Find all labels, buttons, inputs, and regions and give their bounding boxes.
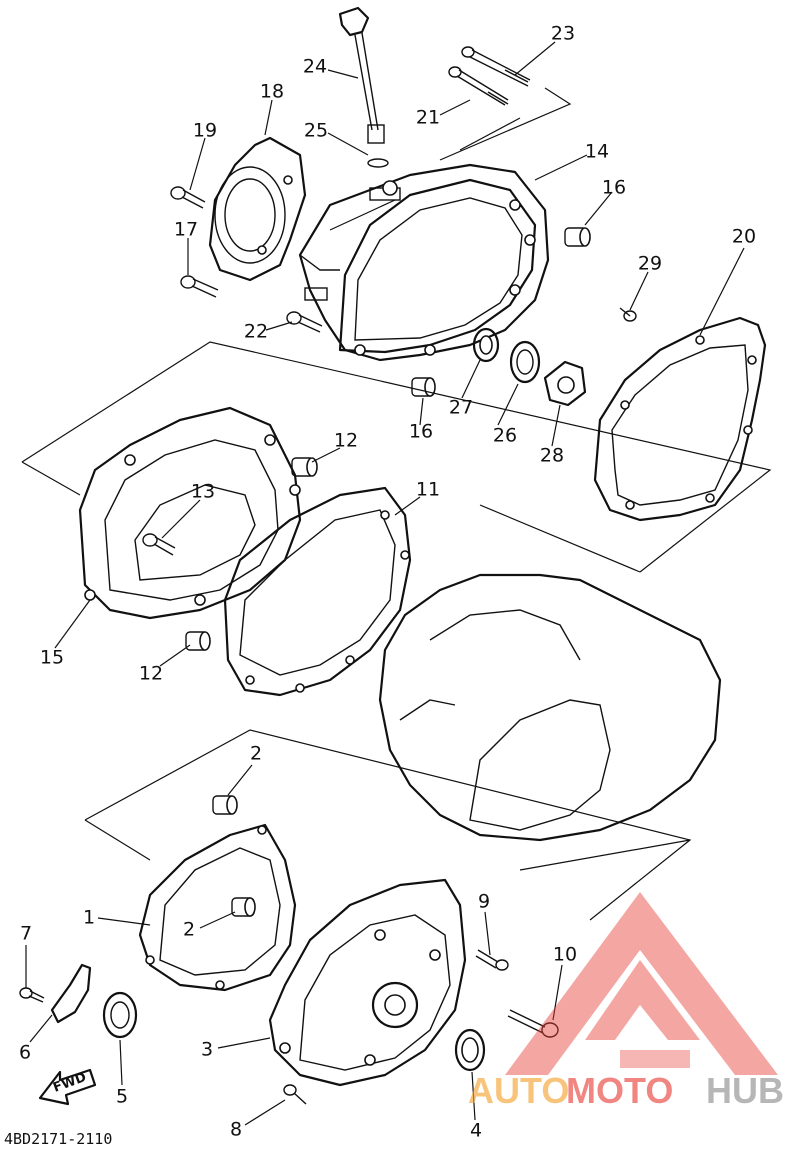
callout-8: 8 (230, 1119, 242, 1141)
callout-14: 14 (585, 141, 609, 163)
callout-21: 21 (416, 107, 440, 129)
callout-18: 18 (260, 81, 284, 103)
watermark-text-auto: AUTO (468, 1070, 569, 1111)
leader-lines (25, 41, 745, 1126)
diagram-code: 4BD2171-2110 (4, 1130, 112, 1148)
oil-seal-part-4 (454, 1028, 486, 1072)
cover-plate-part-18 (208, 136, 307, 282)
plate-part-6 (50, 963, 92, 1024)
top-frame (329, 87, 572, 231)
clutch-cover-part-15 (78, 406, 302, 620)
bearing-part-26 (509, 340, 541, 384)
callout-15: 15 (40, 647, 64, 669)
fwd-label: FWD (51, 1070, 88, 1096)
dowel-part-2-middle (231, 897, 256, 917)
bolt-part-19 (170, 186, 206, 209)
callout-29: 29 (638, 253, 662, 275)
dowel-part-16-bottom (411, 377, 436, 397)
callout-26: 26 (493, 425, 517, 447)
gasket-part-28 (543, 360, 587, 407)
crankcase-cover-part-14 (298, 163, 550, 362)
screw-part-7 (19, 987, 45, 1003)
watermark-text-hub: HUB (706, 1070, 784, 1111)
dipstick-part-24 (338, 6, 385, 144)
gasket-part-11 (223, 486, 412, 697)
callout-12-top: 12 (334, 430, 358, 452)
automotohub-watermark-logo: AUTO MOTO HUB (468, 892, 784, 1111)
callout-3: 3 (201, 1039, 213, 1061)
callout-17: 17 (174, 219, 198, 241)
callout-12-bottom: 12 (139, 663, 163, 685)
dowel-part-12-bottom (185, 631, 211, 651)
callout-24: 24 (303, 56, 327, 78)
bottom-frame (84, 729, 692, 921)
callout-4: 4 (470, 1120, 482, 1142)
dowel-part-2-top (212, 795, 238, 815)
callout-2-top: 2 (250, 743, 262, 765)
callout-13: 13 (191, 481, 215, 503)
callout-16-top: 16 (602, 177, 626, 199)
callout-19: 19 (193, 120, 217, 142)
forward-arrow-icon: FWD (38, 1068, 97, 1106)
callout-28: 28 (540, 445, 564, 467)
bearing-part-5 (102, 991, 138, 1039)
callout-5: 5 (116, 1086, 128, 1108)
watermark-triangle-icon (505, 892, 778, 1075)
callout-25: 25 (304, 120, 328, 142)
callout-27: 27 (449, 397, 473, 419)
bolt-part-17 (180, 275, 219, 298)
bolt-part-10 (507, 1009, 559, 1038)
watermark-text-moto: MOTO (566, 1070, 673, 1111)
bolt-part-9 (475, 949, 509, 971)
bolt-part-23 (461, 46, 531, 87)
callout-7: 7 (20, 923, 32, 945)
bolt-part-22 (286, 311, 323, 333)
callout-1: 1 (83, 907, 95, 929)
dowel-part-12-top (291, 457, 318, 477)
callout-2-middle: 2 (183, 919, 195, 941)
o-ring-part-25 (367, 158, 389, 168)
bolt-part-29 (619, 307, 637, 322)
gasket-part-1 (138, 823, 297, 992)
middle-frame (21, 341, 772, 573)
callout-23: 23 (551, 23, 575, 45)
bolt-part-21 (448, 66, 509, 106)
oil-seal-part-27 (472, 327, 500, 363)
gasket-part-20 (593, 316, 767, 522)
bolt-part-13 (142, 533, 176, 556)
callout-6: 6 (19, 1042, 31, 1064)
callout-22: 22 (244, 321, 268, 343)
bolt-part-8 (283, 1084, 307, 1105)
crankcase-cover-part-3 (268, 878, 467, 1087)
dowel-part-16-top (564, 227, 591, 247)
callout-10: 10 (553, 944, 577, 966)
crankcase-body (378, 573, 722, 842)
callout-16-bottom: 16 (409, 421, 433, 443)
callout-11: 11 (416, 479, 440, 501)
callout-9: 9 (478, 891, 490, 913)
callout-labels: 23 24 21 18 25 19 14 16 17 20 29 22 27 1… (19, 23, 756, 1142)
callout-20: 20 (732, 226, 756, 248)
